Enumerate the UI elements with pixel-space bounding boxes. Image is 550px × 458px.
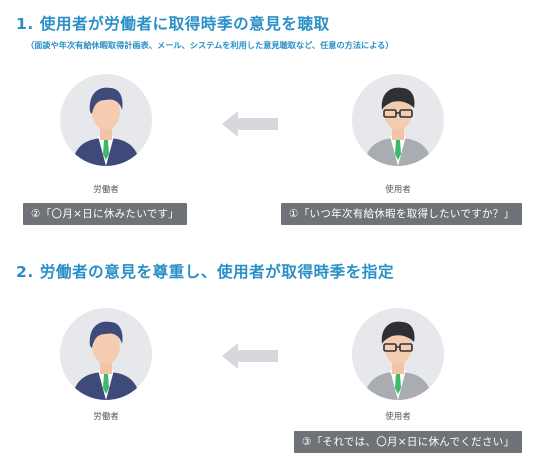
worker-reply-bubble: ②「〇月×日に休みたいです」 <box>23 203 188 225</box>
manager-question-bubble: ①「いつ年次有給休暇を取得したいですか？」 <box>281 203 523 225</box>
section1-title: 1. 使用者が労働者に取得時季の意見を聴取 <box>16 15 330 33</box>
manager-figure-icon <box>364 87 432 166</box>
worker-avatar-1 <box>60 74 152 166</box>
worker-figure-icon <box>72 321 140 400</box>
manager-designation-bubble: ③「それでは、〇月×日に休んでください」 <box>294 431 523 453</box>
manager-label-2: 使用者 <box>385 412 411 422</box>
left-arrow-icon <box>222 343 278 369</box>
left-arrow-icon <box>222 111 278 137</box>
manager-label-1: 使用者 <box>385 185 411 195</box>
section2-title: 2. 労働者の意見を尊重し、使用者が取得時季を指定 <box>16 263 395 281</box>
worker-label-1: 労働者 <box>93 185 119 195</box>
manager-figure-icon <box>364 321 432 400</box>
manager-avatar-1 <box>352 74 444 166</box>
manager-avatar-2 <box>352 308 444 400</box>
section1-subtitle: （面談や年次有給休暇取得計画表、メール、システムを利用した意見聴取など、任意の方… <box>26 40 394 50</box>
worker-label-2: 労働者 <box>93 412 119 422</box>
worker-avatar-2 <box>60 308 152 400</box>
worker-figure-icon <box>72 87 140 166</box>
